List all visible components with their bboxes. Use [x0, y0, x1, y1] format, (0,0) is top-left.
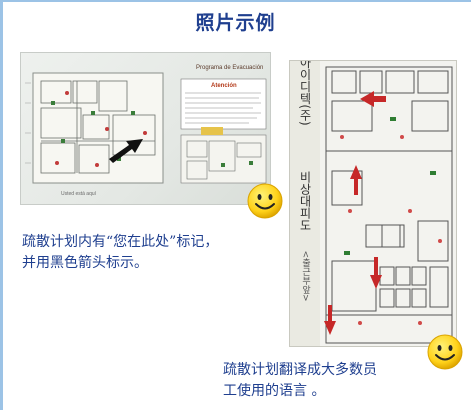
black-arrow-icon: [109, 139, 143, 163]
caption-you-are-here: 疏散计划内有“您在此处”标记， 并用黑色箭头标示。: [22, 232, 288, 274]
caption-right-line-2: 工使用的语言 。: [223, 383, 326, 399]
smiley-icon: [246, 182, 284, 220]
evacuation-plan-drawing-korean: 아이디텍(주) 비상대피도 <출근부앞>: [290, 61, 453, 346]
frame-left-rule: [0, 0, 3, 410]
caption-left-line-2: 并用黑色箭头标示。: [22, 255, 148, 271]
caption-translated-plan: 疏散计划翻译成大多数员 工使用的语言 。: [223, 360, 428, 402]
red-arrow-icon: [324, 91, 386, 335]
attention-heading: Atención: [211, 83, 237, 89]
photo-evacuation-plan-spanish: Programa de Evacuación Atención Usted es…: [20, 52, 271, 205]
company-name-vertical: 아이디텍(주): [298, 61, 312, 126]
page-title: 照片示例: [195, 12, 276, 34]
you-are-here-label: Usted está aquí: [61, 191, 97, 197]
photo-evacuation-plan-korean: 아이디텍(주) 비상대피도 <출근부앞>: [289, 60, 457, 347]
plan-heading: Programa de Evacuación: [196, 65, 263, 71]
evacuation-plan-drawing: Programa de Evacuación Atención Usted es…: [25, 65, 267, 197]
smiley-icon: [426, 333, 464, 371]
evacuation-title-vertical: 비상대피도: [298, 171, 312, 231]
caption-right-line-1: 疏散计划翻译成大多数员: [223, 362, 377, 378]
frame-top-rule: [3, 0, 471, 2]
location-vertical: <출근부앞>: [300, 250, 310, 301]
caption-left-line-1: 疏散计划内有“您在此处”标记，: [22, 234, 219, 250]
